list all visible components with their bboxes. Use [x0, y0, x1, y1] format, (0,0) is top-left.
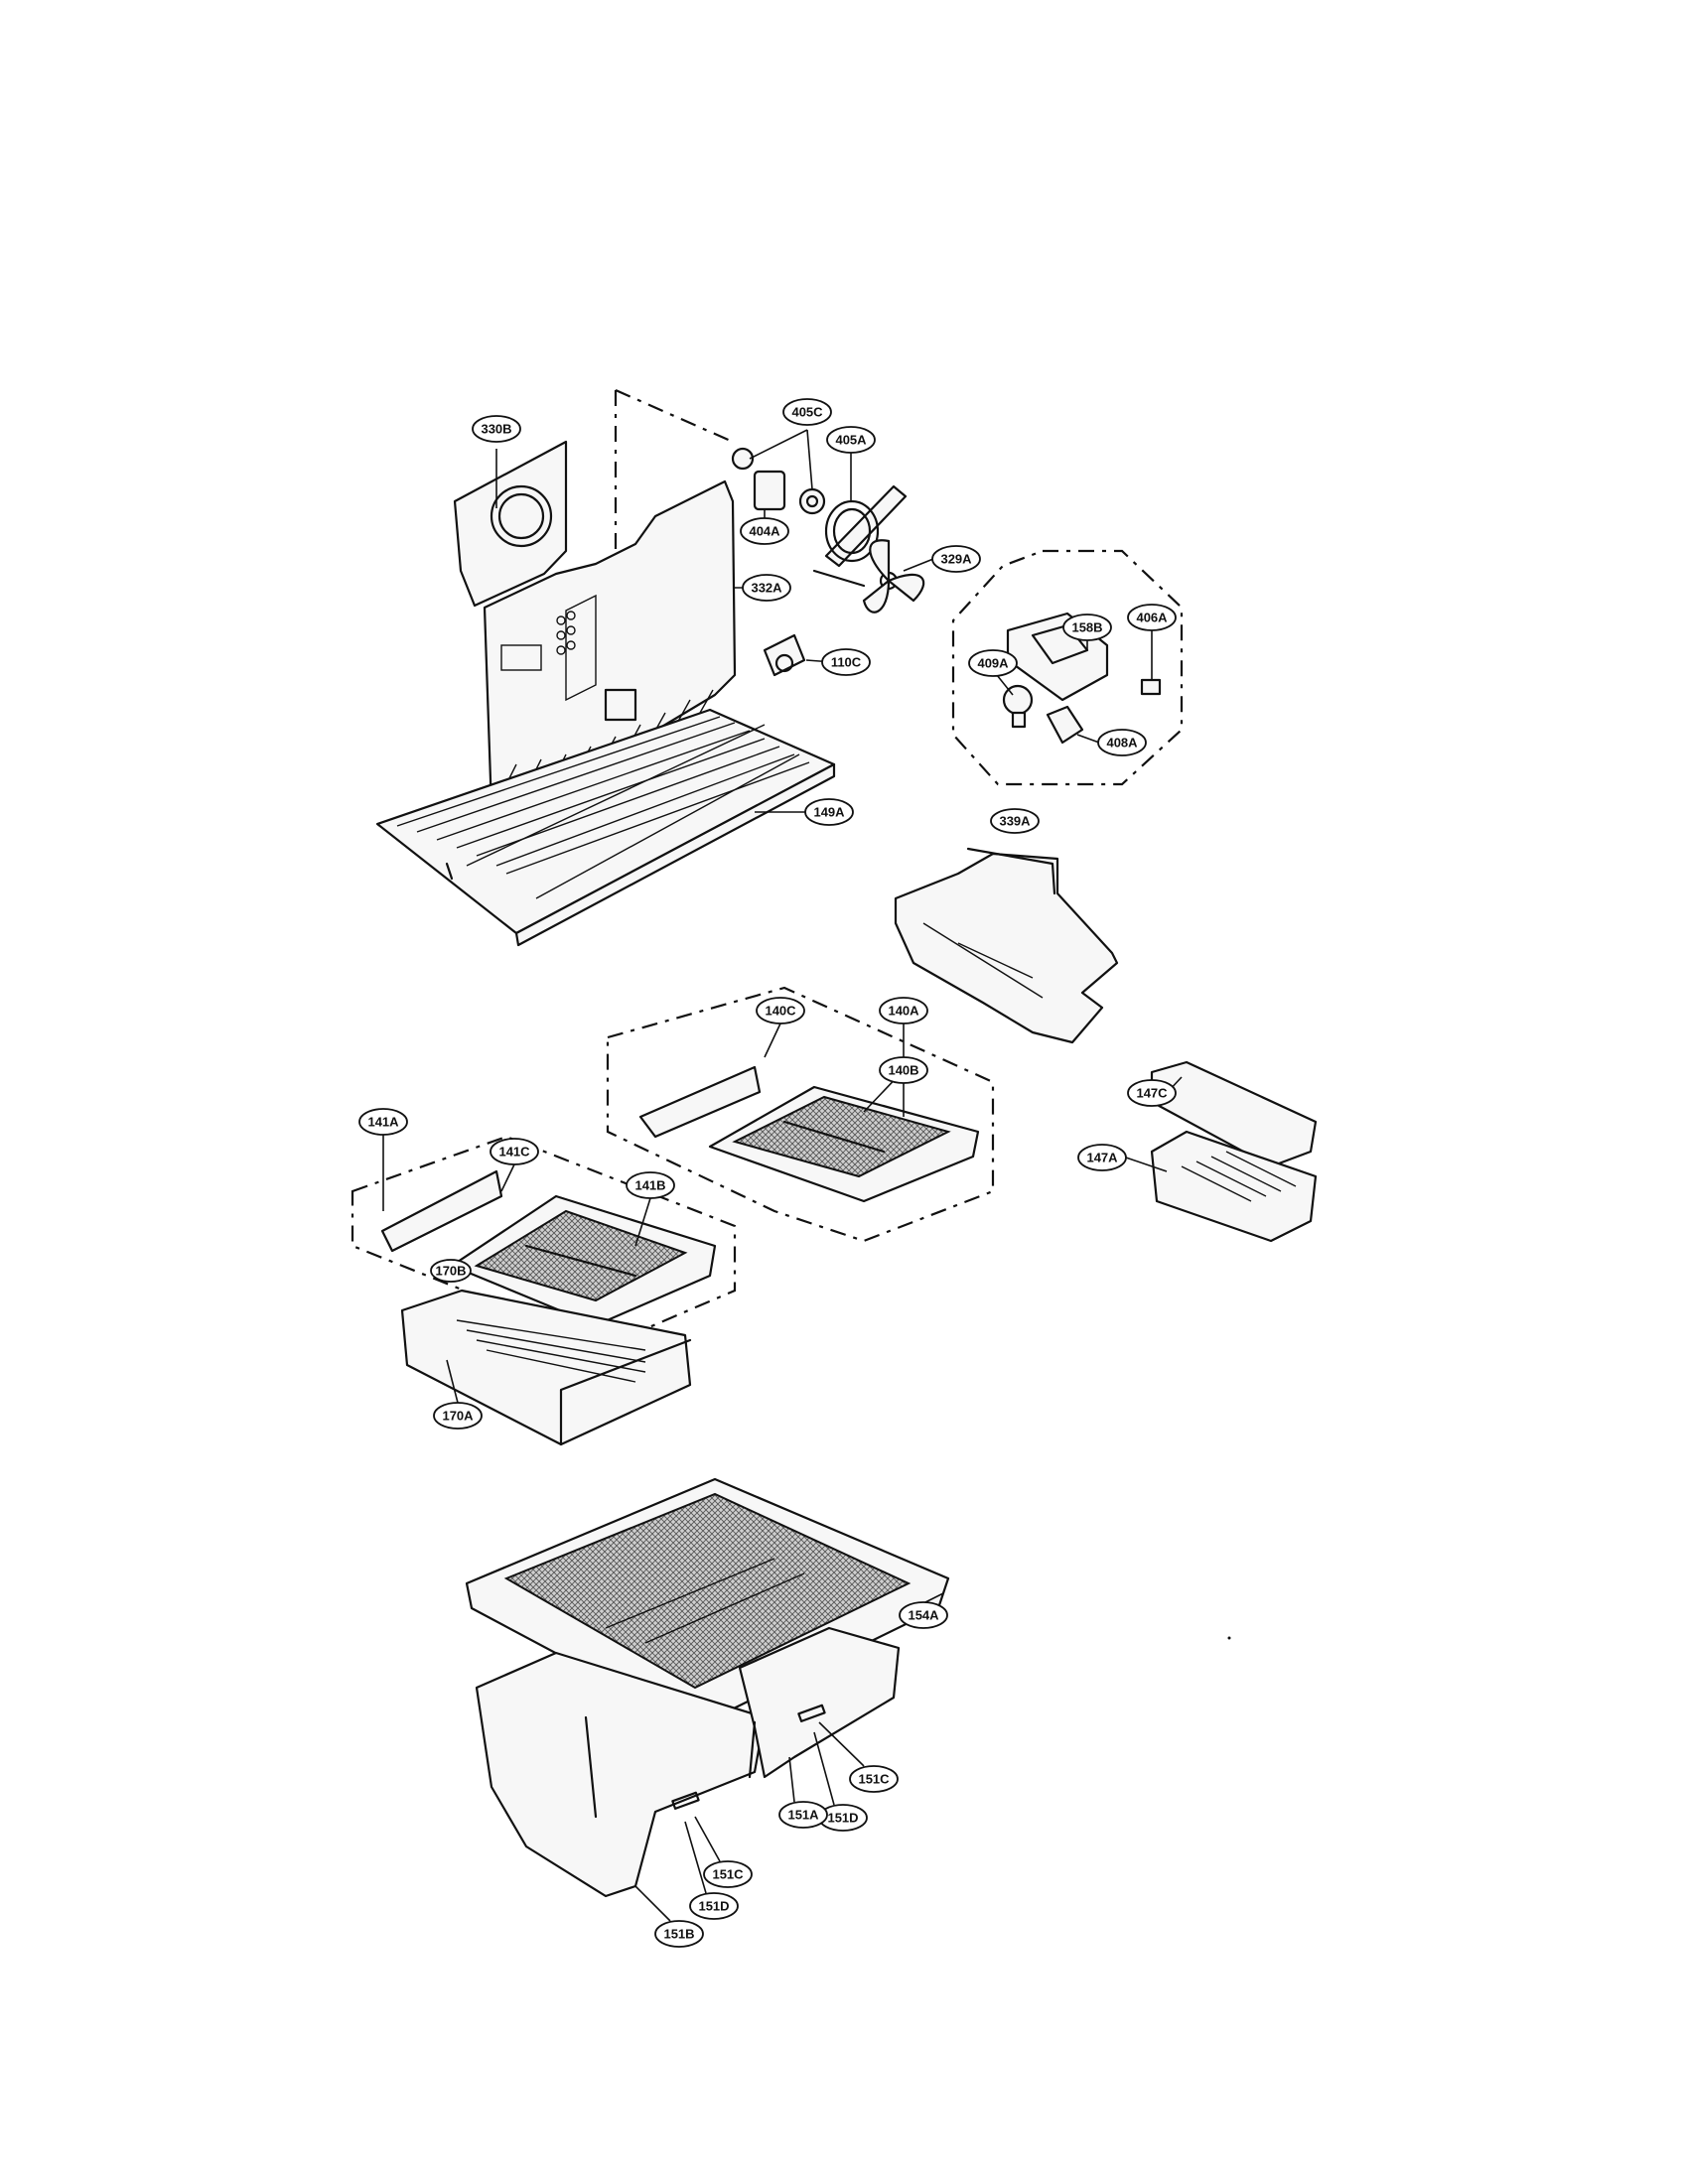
- callout-label: 332A: [751, 581, 782, 596]
- callout-label: 170A: [442, 1409, 474, 1424]
- callout-170B: 170B: [430, 1259, 472, 1283]
- callout-147C: 147C: [1127, 1079, 1177, 1107]
- callout-label: 329A: [940, 552, 972, 567]
- callout-label: 404A: [749, 524, 780, 539]
- callout-label: 151C: [858, 1772, 890, 1787]
- crisper-cover-rail-part: [894, 847, 1119, 1044]
- callout-332A: 332A: [742, 574, 791, 602]
- deli-drawer-part: [400, 1289, 692, 1446]
- callout-label: 151A: [787, 1808, 819, 1823]
- callout-label: 405C: [791, 405, 823, 420]
- callout-label: 170B: [435, 1264, 466, 1279]
- callout-406A: 406A: [1127, 604, 1177, 631]
- vent-slots: [556, 611, 576, 655]
- callout-330B: 330B: [472, 415, 521, 443]
- callout-151B: 151B: [654, 1920, 704, 1948]
- callout-label: 158B: [1071, 620, 1102, 635]
- callout-140B: 140B: [879, 1056, 928, 1084]
- callout-110C: 110C: [821, 648, 871, 676]
- callout-149A: 149A: [804, 798, 854, 826]
- damper-clip-part: [763, 633, 806, 677]
- callout-label: 151B: [663, 1927, 694, 1942]
- callout-154A: 154A: [899, 1601, 948, 1629]
- callout-label: 406A: [1136, 611, 1168, 625]
- callout-label: 151C: [712, 1867, 744, 1882]
- callout-label: 408A: [1106, 736, 1138, 751]
- callout-label: 405A: [835, 433, 867, 448]
- callout-label: 141C: [498, 1145, 530, 1160]
- callout-label: 140A: [888, 1004, 919, 1019]
- shelf-141-group-outline: [351, 1135, 737, 1352]
- callout-408A: 408A: [1097, 729, 1147, 756]
- stray-mark: [1227, 1636, 1231, 1640]
- callout-147A: 147A: [1077, 1144, 1127, 1171]
- callout-label: 149A: [813, 805, 845, 820]
- callout-label: 330B: [481, 422, 511, 437]
- shelf-140-part: [638, 1065, 980, 1203]
- callout-339A: 339A: [990, 808, 1040, 834]
- fan-motor-assembly-part: [731, 447, 925, 614]
- callout-label: 339A: [999, 814, 1031, 829]
- callout-label: 154A: [908, 1608, 939, 1623]
- callout-141B: 141B: [626, 1171, 675, 1199]
- callout-404A: 404A: [740, 517, 789, 545]
- callout-170A: 170A: [433, 1402, 483, 1430]
- callout-label: 147C: [1136, 1086, 1168, 1101]
- callout-label: 141B: [634, 1178, 665, 1193]
- callout-151D-left: 151D: [689, 1892, 739, 1920]
- callout-158B: 158B: [1062, 614, 1112, 641]
- callout-label: 151D: [698, 1899, 729, 1914]
- callout-140A: 140A: [879, 997, 928, 1024]
- refrigerator-shelf-part: [375, 708, 836, 947]
- assembly-guide-line-2: [615, 388, 734, 444]
- callout-label: 409A: [977, 656, 1009, 671]
- fan-shroud-cover-part: [453, 440, 568, 608]
- callout-140C: 140C: [756, 997, 805, 1024]
- callout-label: 140B: [888, 1063, 918, 1078]
- callout-label: 141A: [367, 1115, 399, 1130]
- shelf-141-part: [380, 1169, 717, 1327]
- callout-label: 147A: [1086, 1151, 1118, 1165]
- callout-405A: 405A: [826, 426, 876, 454]
- callout-409A: 409A: [968, 649, 1018, 677]
- callout-151C-right: 151C: [849, 1765, 899, 1793]
- callout-141A: 141A: [358, 1108, 408, 1136]
- light-assembly-group-outline: [951, 549, 1184, 786]
- callout-label: 140C: [765, 1004, 796, 1019]
- callout-405C: 405C: [782, 398, 832, 426]
- callout-label: 110C: [831, 655, 862, 670]
- callout-151C-left: 151C: [703, 1860, 753, 1888]
- callout-151D-right: 151D: [818, 1804, 868, 1832]
- callout-141C: 141C: [490, 1138, 539, 1165]
- door-bin-part: [1150, 1060, 1318, 1243]
- callout-329A: 329A: [931, 545, 981, 573]
- crisper-drawers-part: [475, 1626, 901, 1898]
- callout-151A: 151A: [778, 1801, 828, 1829]
- shelf-140-group-outline: [606, 986, 995, 1243]
- callout-label: 151D: [827, 1811, 858, 1826]
